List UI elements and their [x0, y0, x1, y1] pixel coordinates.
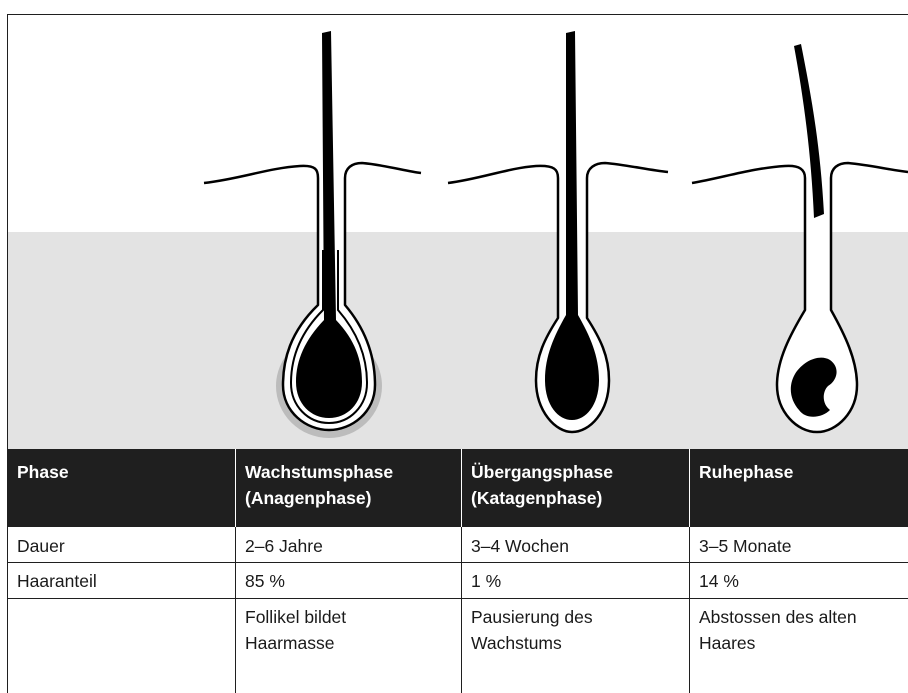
table-column-divider: [461, 527, 462, 693]
row-description-katagen-line-1: Pausierung des: [471, 604, 679, 630]
anagen-hair-bulb: [296, 31, 362, 418]
table-column-divider: [235, 527, 236, 693]
header-separator: [689, 449, 690, 527]
header-phase: Phase: [7, 449, 235, 527]
row-haaranteil-katagen: 1 %: [461, 562, 689, 598]
row-description-anagen-line-1: Follikel bildet: [245, 604, 451, 630]
row-dauer-label: Dauer: [7, 527, 235, 562]
table-column-divider: [689, 527, 690, 693]
row-description-anagen-line-2: Haarmasse: [245, 630, 451, 656]
row-description-anagen: Follikel bildet Haarmasse: [235, 598, 461, 693]
header-katagen-line-2: (Katagenphase): [471, 485, 679, 511]
row-haaranteil-telogen: 14 %: [689, 562, 908, 598]
row-haaranteil-anagen: 85 %: [235, 562, 461, 598]
row-description-katagen-line-2: Wachstums: [471, 630, 679, 656]
katagen-hair-bulb: [545, 31, 599, 420]
header-katagen: Übergangsphase (Katagenphase): [461, 449, 689, 527]
row-dauer-anagen: 2–6 Jahre: [235, 527, 461, 562]
row-description-katagen: Pausierung des Wachstums: [461, 598, 689, 693]
header-telogen-line-1: Ruhephase: [699, 459, 898, 485]
table-row-divider: [7, 598, 908, 599]
row-haaranteil-label: Haaranteil: [7, 562, 235, 598]
row-dauer-katagen-text: 3–4 Wochen: [471, 536, 569, 556]
row-description-label: [7, 598, 235, 693]
header-separator: [235, 449, 236, 527]
row-description-telogen: Abstossen des alten Haares: [689, 598, 908, 693]
hair-cycle-illustration: [0, 0, 908, 449]
header-anagen-line-2: (Anagenphase): [245, 485, 451, 511]
header-katagen-line-1: Übergangsphase: [471, 459, 679, 485]
row-dauer-telogen: 3–5 Monate: [689, 527, 908, 562]
header-phase-line-1: Phase: [17, 459, 225, 485]
table-left-border: [7, 449, 8, 693]
header-telogen: Ruhephase: [689, 449, 908, 527]
header-separator: [461, 449, 462, 527]
row-description-telogen-line-1: Abstossen des alten: [699, 604, 898, 630]
table-row-divider: [7, 562, 908, 563]
row-haaranteil-anagen-text: 85 %: [245, 571, 285, 591]
hair-phase-table: Phase Wachstumsphase (Anagenphase) Überg…: [7, 449, 908, 693]
row-dauer-telogen-text: 3–5 Monate: [699, 536, 791, 556]
header-anagen: Wachstumsphase (Anagenphase): [235, 449, 461, 527]
row-dauer-label-text: Dauer: [17, 536, 65, 556]
row-haaranteil-telogen-text: 14 %: [699, 571, 739, 591]
row-haaranteil-label-text: Haaranteil: [17, 571, 97, 591]
row-description-telogen-line-2: Haares: [699, 630, 898, 656]
skin-layer: [7, 232, 908, 449]
header-anagen-line-1: Wachstumsphase: [245, 459, 451, 485]
row-dauer-katagen: 3–4 Wochen: [461, 527, 689, 562]
row-dauer-anagen-text: 2–6 Jahre: [245, 536, 323, 556]
row-haaranteil-katagen-text: 1 %: [471, 571, 501, 591]
